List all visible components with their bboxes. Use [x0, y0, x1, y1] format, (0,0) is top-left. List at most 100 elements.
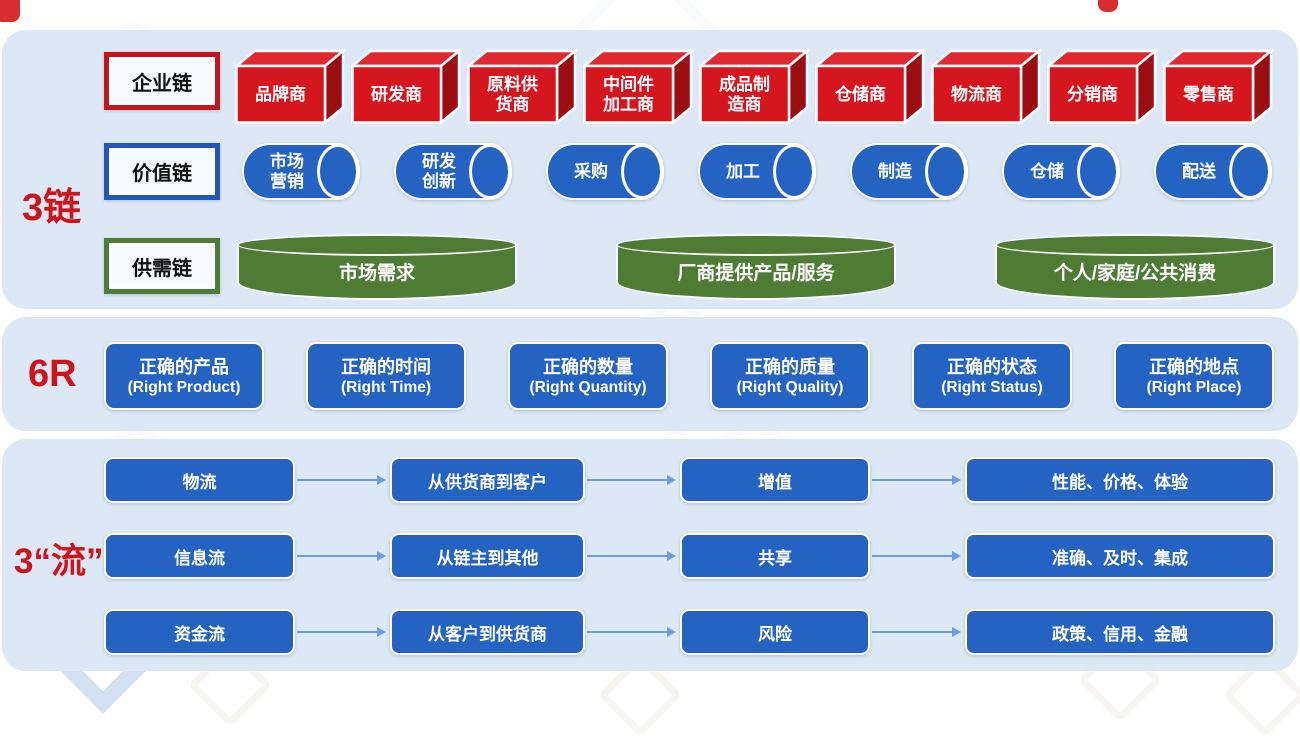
- six-r-item: 正确的时间 (Right Time): [306, 342, 466, 410]
- value-node: 加工: [698, 143, 816, 200]
- six-r-en: (Right Product): [127, 378, 241, 396]
- flow-row-capital: 资金流 从客户到供货商 风险 政策、信用、金融: [2, 609, 1298, 655]
- arrow-right-icon: [297, 551, 386, 561]
- tag-supply-demand-chain: 供需链: [104, 238, 220, 294]
- six-r-cn: 正确的产品: [139, 356, 229, 377]
- arrow-right-icon: [587, 627, 676, 637]
- enterprise-node: 中间件 加工商: [583, 48, 694, 124]
- enterprise-node: 分销商: [1047, 48, 1158, 124]
- arrow-right-icon: [297, 475, 386, 485]
- six-r-row: 正确的产品 (Right Product) 正确的时间 (Right Time)…: [104, 342, 1274, 410]
- tag-value-chain-label: 价值链: [132, 163, 192, 185]
- enterprise-node: 零售商: [1163, 48, 1274, 124]
- tag-enterprise-chain: 企业链: [104, 52, 220, 110]
- flow-cell: 共享: [680, 533, 870, 579]
- value-chain-row: 市场 营销 研发 创新 采购 加工 制造 仓储 配送: [242, 143, 1272, 200]
- box-3d-shape: [699, 48, 810, 124]
- panel-three-flows: 3“流” 物流 从供货商到客户 增值 性能、价格、体验 信息流 从链主到其他 共…: [2, 439, 1298, 671]
- six-r-cn: 正确的质量: [745, 356, 835, 377]
- arrow-right-icon: [297, 627, 386, 637]
- six-r-item: 正确的地点 (Right Place): [1114, 342, 1274, 410]
- six-r-en: (Right Place): [1146, 378, 1242, 396]
- flow-cell: 增值: [680, 457, 870, 503]
- flow-cell: 信息流: [104, 533, 295, 579]
- box-3d-shape: [467, 48, 578, 124]
- arrow-right-icon: [872, 475, 961, 485]
- enterprise-node: 成品制 造商: [699, 48, 810, 124]
- six-r-cn: 正确的数量: [543, 356, 633, 377]
- six-r-en: (Right Quantity): [529, 378, 647, 396]
- flow-cell: 资金流: [104, 609, 295, 655]
- flow-cell: 从供货商到客户: [390, 457, 585, 503]
- supply-demand-node-label: 市场需求: [338, 263, 415, 284]
- six-r-cn: 正确的地点: [1149, 356, 1239, 377]
- box-3d-shape: [235, 48, 346, 124]
- box-3d-shape: [583, 48, 694, 124]
- panel-six-r: 6R 正确的产品 (Right Product) 正确的时间 (Right Ti…: [2, 317, 1298, 431]
- enterprise-node-label: 中间件 加工商: [603, 75, 654, 114]
- flow-cell: 准确、及时、集成: [965, 533, 1275, 579]
- enterprise-node: 仓储商: [815, 48, 926, 124]
- enterprise-node-label: 零售商: [1183, 84, 1234, 104]
- tag-enterprise-chain-label: 企业链: [132, 72, 192, 95]
- flow-cell: 从客户到供货商: [390, 609, 585, 655]
- six-r-en: (Right Time): [340, 378, 432, 396]
- enterprise-node-label: 物流商: [951, 84, 1002, 104]
- enterprise-node-label: 研发商: [371, 84, 422, 104]
- value-node: 采购: [546, 143, 664, 200]
- flow-cell: 政策、信用、金融: [965, 609, 1275, 655]
- supply-demand-node: 个人/家庭/公共消费: [995, 234, 1275, 300]
- enterprise-node-label: 品牌商: [255, 84, 306, 104]
- section-label-3-flows: 3“流”: [14, 542, 104, 581]
- box-3d-shape: [931, 48, 1042, 124]
- arrow-right-icon: [587, 475, 676, 485]
- enterprise-node: 研发商: [351, 48, 462, 124]
- flow-cell: 从链主到其他: [390, 533, 585, 579]
- supply-demand-node: 市场需求: [237, 234, 517, 300]
- enterprise-node-label: 分销商: [1067, 84, 1118, 104]
- flow-cell: 风险: [680, 609, 870, 655]
- value-node: 研发 创新: [394, 143, 512, 200]
- flow-cell: 物流: [104, 457, 295, 503]
- six-r-en: (Right Quality): [736, 378, 844, 396]
- box-3d-shape: [1163, 48, 1274, 124]
- six-r-cn: 正确的时间: [341, 356, 431, 377]
- six-r-cn: 正确的状态: [947, 356, 1037, 377]
- supply-demand-node: 厂商提供产品/服务: [616, 234, 896, 300]
- value-node: 制造: [850, 143, 968, 200]
- six-r-en: (Right Status): [941, 378, 1043, 396]
- enterprise-node-label: 仓储商: [835, 84, 886, 104]
- watermark-red-mark: [1098, 0, 1118, 12]
- tag-value-chain: 价值链: [104, 143, 220, 200]
- value-node: 仓储: [1002, 143, 1120, 200]
- enterprise-node-label: 成品制 造商: [719, 75, 770, 114]
- enterprise-node-label: 原料供 货商: [487, 75, 538, 114]
- enterprise-chain-row: 品牌商 研发商 原料供 货商 中间件 加工商 成品制 造商 仓储商 物流商 分: [235, 48, 1274, 124]
- supply-demand-node-label: 厂商提供产品/服务: [677, 263, 835, 284]
- box-3d-shape: [815, 48, 926, 124]
- section-label-3-chains: 3链: [22, 187, 82, 229]
- arrow-right-icon: [872, 627, 961, 637]
- flow-row-information: 信息流 从链主到其他 共享 准确、及时、集成: [2, 533, 1298, 579]
- tag-supply-demand-chain-label: 供需链: [132, 257, 192, 280]
- six-r-item: 正确的状态 (Right Status): [912, 342, 1072, 410]
- supply-demand-row: 市场需求 厂商提供产品/服务 个人/家庭/公共消费: [237, 234, 1275, 300]
- box-3d-shape: [351, 48, 462, 124]
- watermark-red-mark: [0, 0, 20, 22]
- enterprise-node: 原料供 货商: [467, 48, 578, 124]
- supply-demand-node-label: 个人/家庭/公共消费: [1053, 263, 1217, 284]
- arrow-right-icon: [872, 551, 961, 561]
- enterprise-node: 品牌商: [235, 48, 346, 124]
- arrow-right-icon: [587, 551, 676, 561]
- flow-cell: 性能、价格、体验: [965, 457, 1275, 503]
- section-label-6r: 6R: [28, 353, 77, 395]
- six-r-item: 正确的产品 (Right Product): [104, 342, 264, 410]
- box-3d-shape: [1047, 48, 1158, 124]
- six-r-item: 正确的数量 (Right Quantity): [508, 342, 668, 410]
- value-node: 市场 营销: [242, 143, 360, 200]
- panel-three-chains: 3链 企业链 品牌商 研发商 原料供 货商 中间件 加工商 成品制 造商 仓储商: [2, 30, 1298, 309]
- six-r-item: 正确的质量 (Right Quality): [710, 342, 870, 410]
- value-node: 配送: [1154, 143, 1272, 200]
- flow-row-logistics: 物流 从供货商到客户 增值 性能、价格、体验: [2, 457, 1298, 503]
